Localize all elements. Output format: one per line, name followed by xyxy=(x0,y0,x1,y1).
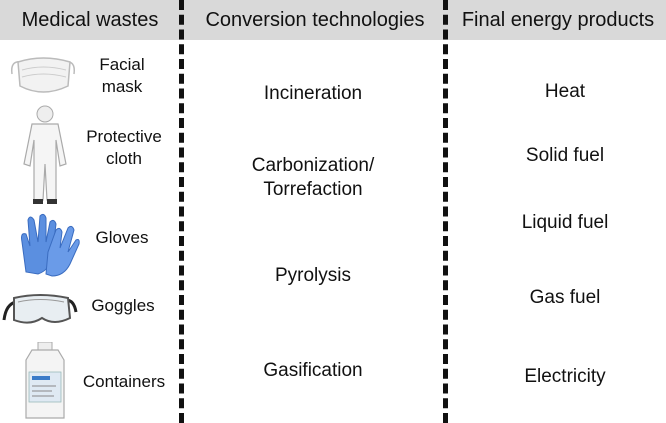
technology-pyrolysis: Pyrolysis xyxy=(274,265,351,286)
technology-gasification: Gasification xyxy=(263,360,363,381)
product-solid-fuel: Solid fuel xyxy=(525,145,605,166)
facial-mask-icon xyxy=(10,57,76,93)
divider-right xyxy=(443,0,448,423)
waste-label-line: Facial xyxy=(99,55,145,74)
waste-label-gloves: Gloves xyxy=(95,228,149,247)
container-bottle-icon xyxy=(25,342,65,419)
protective-suit-icon xyxy=(23,105,67,204)
header-final-energy-products: Final energy products xyxy=(461,9,655,31)
gloves-icon xyxy=(21,213,80,277)
header-band xyxy=(0,0,666,40)
product-liquid-fuel: Liquid fuel xyxy=(521,212,609,233)
goggles-icon xyxy=(2,294,78,324)
waste-label-line: mask xyxy=(101,77,143,96)
technology-incineration: Incineration xyxy=(263,83,363,104)
product-heat: Heat xyxy=(544,81,586,102)
technology-line: Torrefaction xyxy=(263,179,363,200)
header-conversion-technologies: Conversion technologies xyxy=(205,9,425,31)
divider-left xyxy=(179,0,184,423)
product-electricity: Electricity xyxy=(524,366,606,387)
waste-label-goggles: Goggles xyxy=(91,296,155,315)
product-gas-fuel: Gas fuel xyxy=(529,287,601,308)
waste-label-line: Protective xyxy=(86,127,162,146)
waste-label-facial-mask: Facial mask xyxy=(82,54,162,98)
header-medical-wastes: Medical wastes xyxy=(21,9,159,31)
technology-carbonization-torrefaction: Carbonization/ Torrefaction xyxy=(198,154,428,202)
waste-label-line: cloth xyxy=(106,149,142,168)
waste-label-protective-cloth: Protective cloth xyxy=(74,126,174,170)
technology-line: Carbonization/ xyxy=(251,155,375,176)
waste-label-containers: Containers xyxy=(82,372,166,391)
